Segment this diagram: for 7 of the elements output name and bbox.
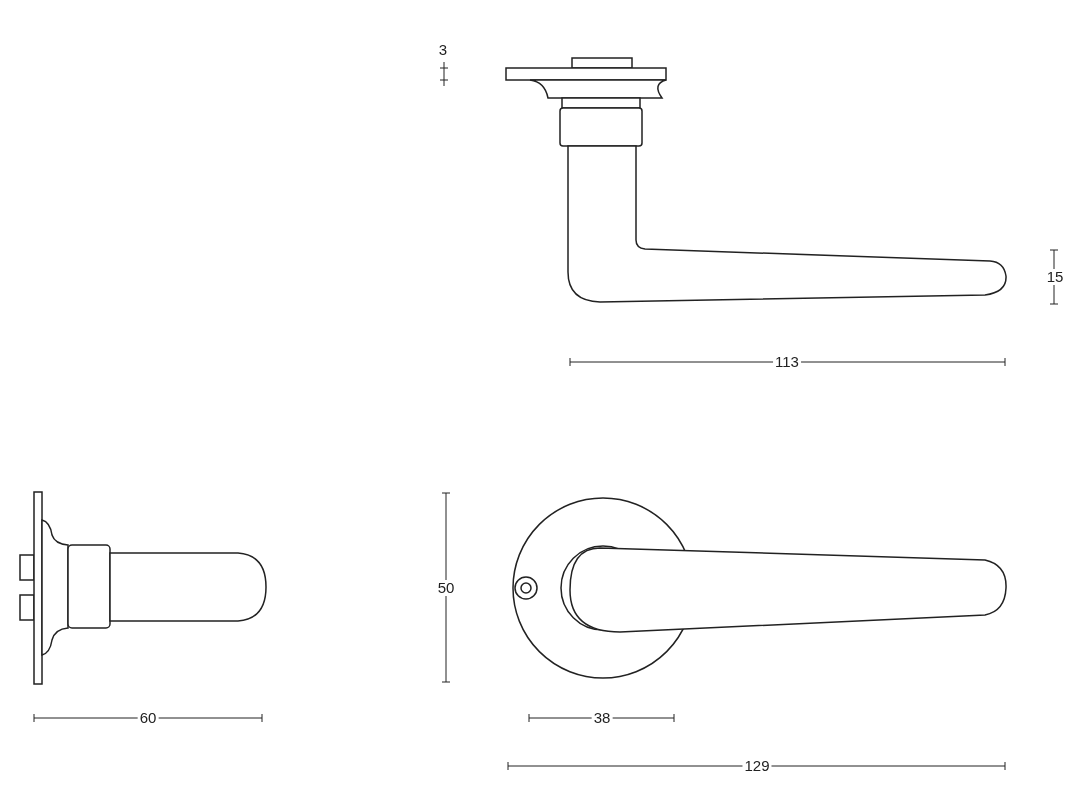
- dimension-label: 38: [591, 710, 613, 726]
- dimension-label: 129: [742, 758, 772, 774]
- dimension-label: 3: [436, 42, 450, 58]
- dimension-label: 113: [773, 354, 801, 370]
- dimension-label: 15: [1044, 269, 1066, 285]
- dimension-label: 60: [137, 710, 159, 726]
- dimension-label: 50: [435, 580, 457, 596]
